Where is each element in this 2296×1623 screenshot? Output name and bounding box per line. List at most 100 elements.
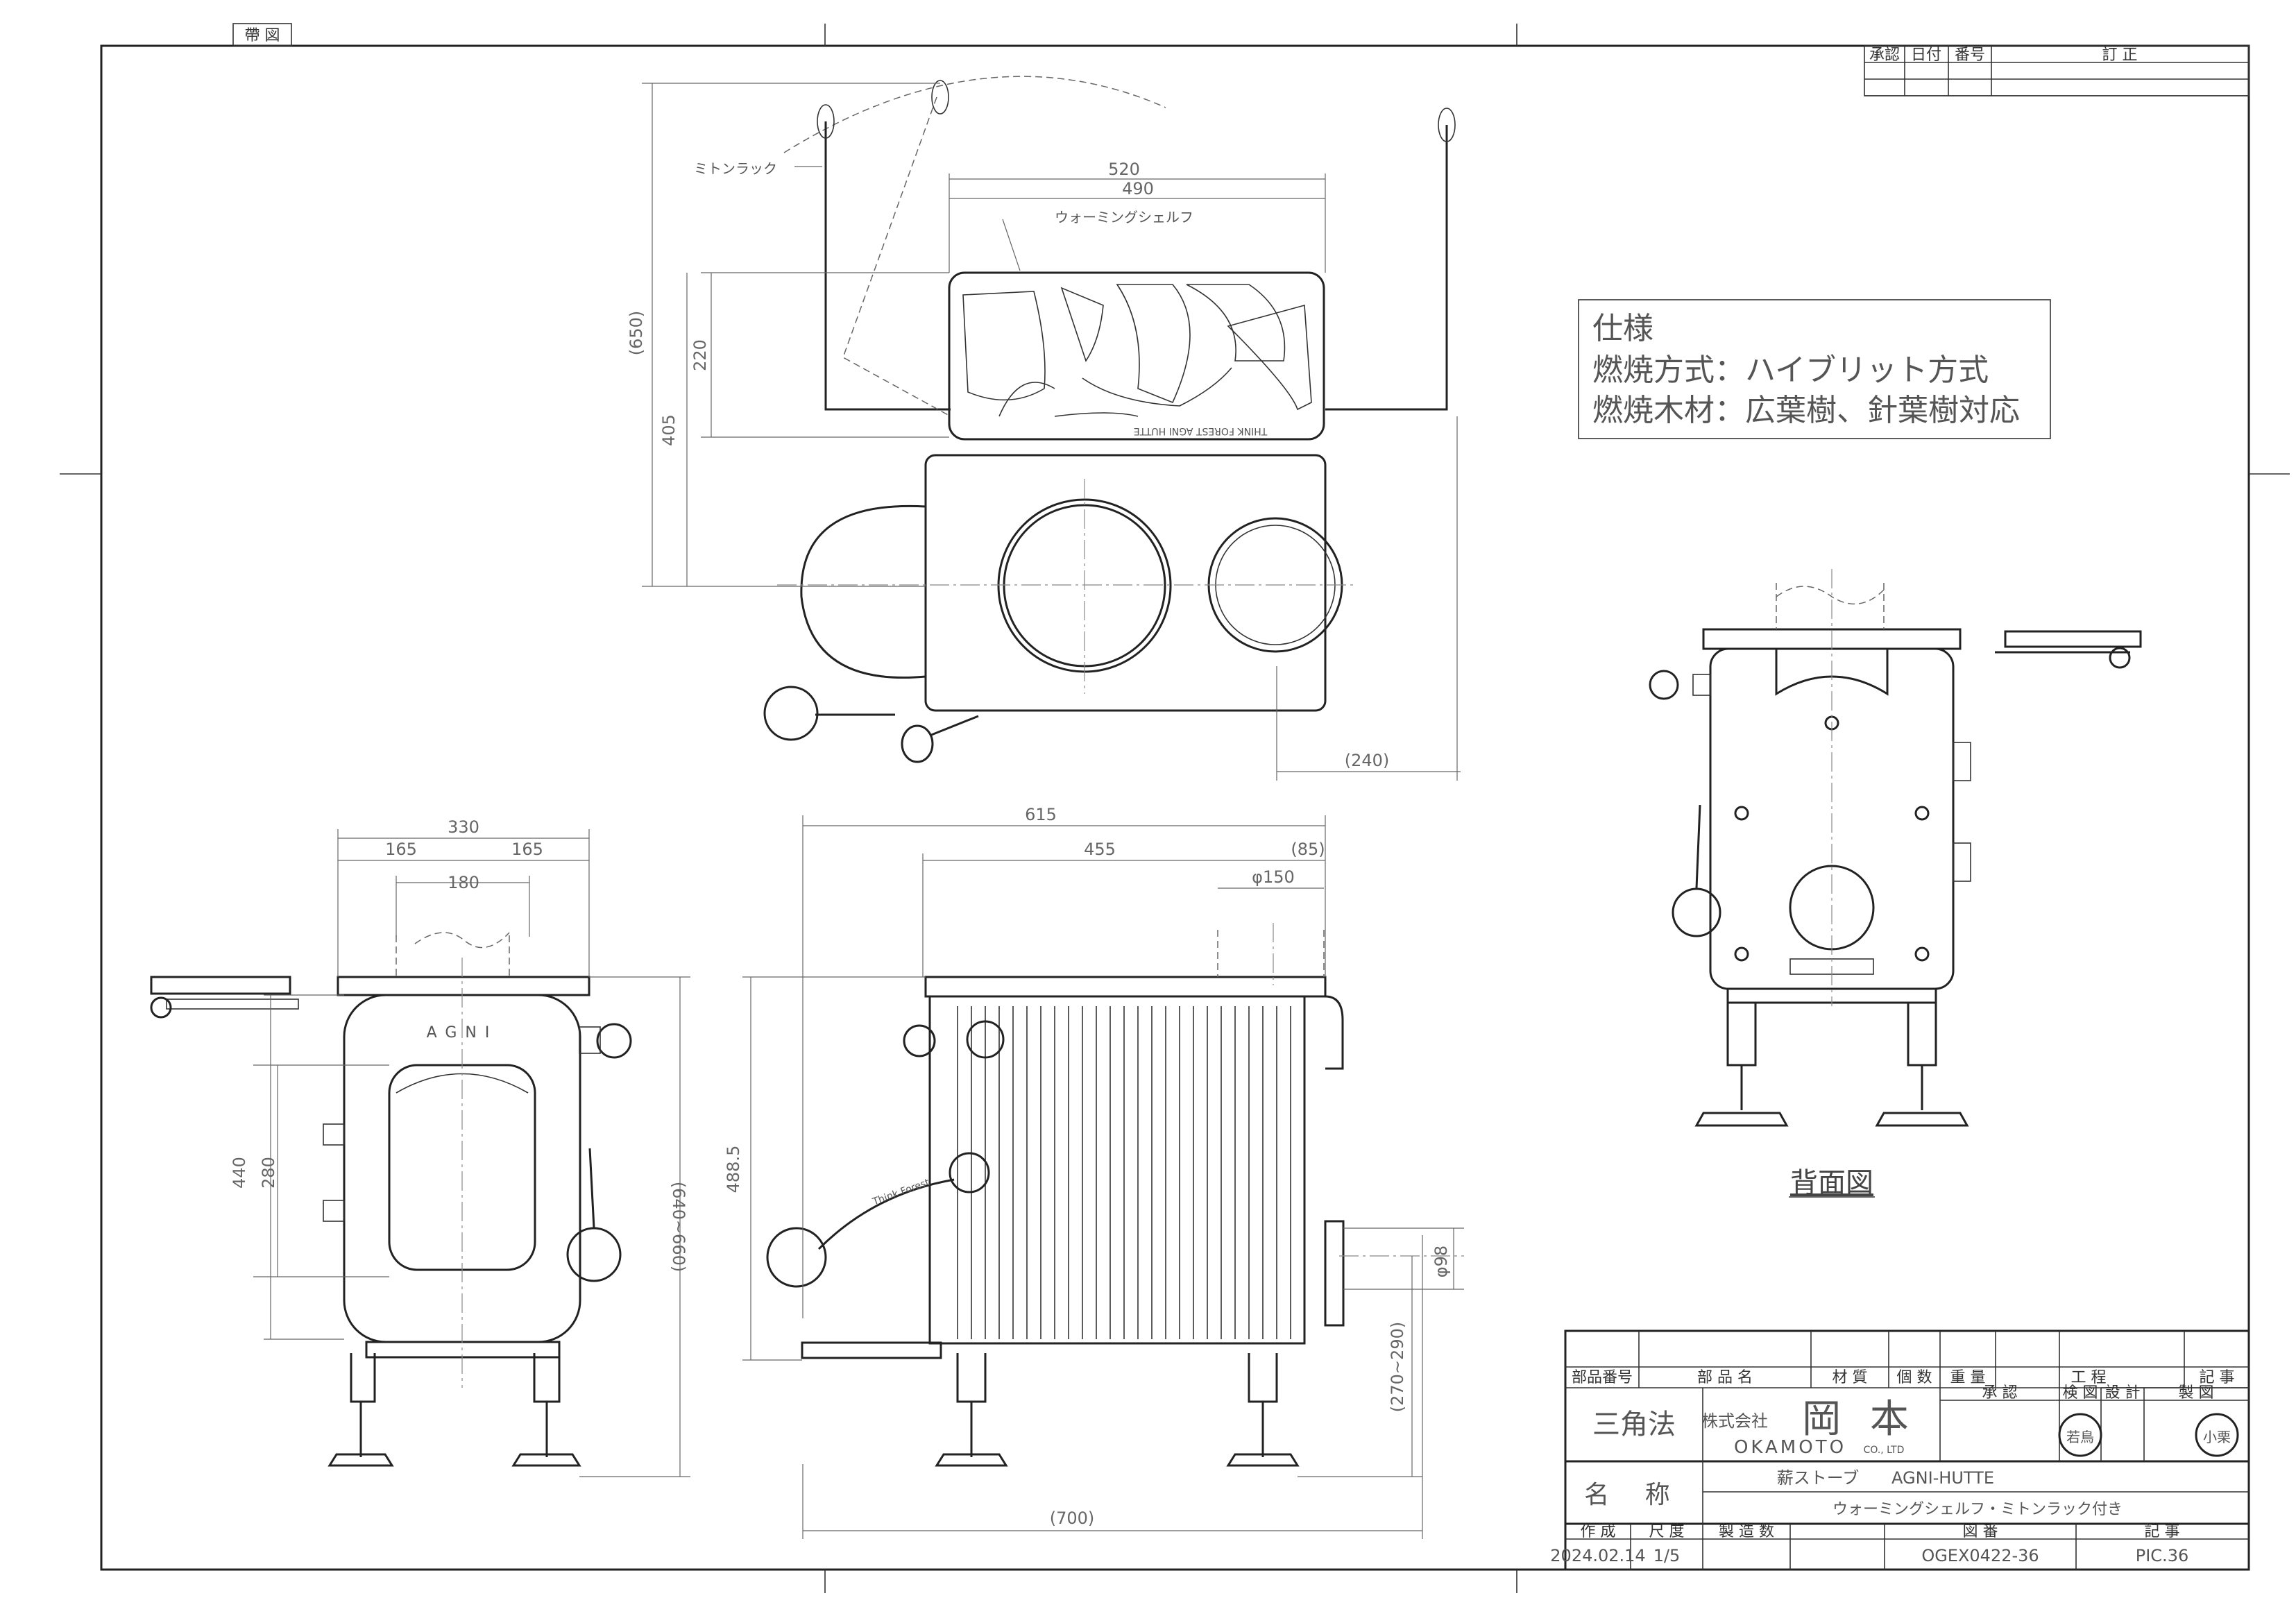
rear-flue-break bbox=[1776, 586, 1885, 605]
rear-flue-hidden bbox=[1776, 583, 1885, 629]
dim-180: 180 bbox=[448, 873, 479, 892]
dim-165-right: 165 bbox=[511, 840, 543, 859]
tb-header-notes: 記 事 bbox=[2200, 1369, 2235, 1386]
revision-table: 承認 日付 番号 訂 正 bbox=[1864, 45, 2250, 96]
company-suffix: CO., LTD bbox=[1864, 1445, 1905, 1456]
dim-280: 280 bbox=[259, 1157, 278, 1189]
dim-240: (240) bbox=[1345, 751, 1390, 770]
front-shelf-rail bbox=[166, 999, 299, 1010]
dim-phi98: φ98 bbox=[1431, 1246, 1451, 1277]
spec-wood: 燃焼木材：広葉樹、針葉樹対応 bbox=[1592, 393, 2020, 428]
dim-520: 520 bbox=[1108, 160, 1140, 179]
tb-header-weight: 重 量 bbox=[1950, 1369, 1986, 1386]
callout-mitten-rack: ミトンラック bbox=[694, 160, 777, 177]
side-top-plate bbox=[924, 976, 1327, 998]
front-handle-icon bbox=[566, 1023, 632, 1282]
side-body bbox=[928, 995, 1306, 1345]
side-shelf-top bbox=[800, 504, 926, 679]
rear-legs bbox=[1694, 1003, 1969, 1127]
spec-box: 仕様 燃焼方式：ハイブリット方式 燃焼木材：広葉樹、針葉樹対応 bbox=[1578, 299, 2051, 439]
dim-615: 615 bbox=[1025, 805, 1057, 824]
dim-405: 405 bbox=[659, 414, 679, 446]
rev-header-date: 日付 bbox=[1911, 46, 1941, 64]
dim-220: 220 bbox=[690, 339, 710, 371]
tb-scale: 1/5 bbox=[1653, 1546, 1681, 1565]
top-dimension-lines bbox=[642, 83, 1461, 781]
side-view: Think Forest bbox=[724, 805, 1464, 1539]
tb-header-material: 材 質 bbox=[1832, 1369, 1868, 1386]
dim-700: (700) bbox=[1050, 1509, 1095, 1528]
handle-icon bbox=[763, 686, 979, 763]
mitten-rack-rod-right bbox=[1325, 125, 1448, 411]
front-body bbox=[343, 994, 581, 1343]
company-prefix: 株式会社 bbox=[1701, 1411, 1768, 1431]
tb-drawing-no: OGEX0422-36 bbox=[1921, 1546, 2039, 1565]
dim-165-left: 165 bbox=[385, 840, 417, 859]
stove-body-top bbox=[924, 454, 1327, 712]
mitten-rack-swing-arc bbox=[783, 76, 1166, 153]
side-dimension-lines bbox=[742, 815, 1464, 1539]
rack-hook-icon bbox=[817, 80, 1456, 142]
side-ash-pan-handle bbox=[801, 1341, 942, 1359]
side-flue-spigot bbox=[1325, 995, 1344, 1070]
company-logo: 岡 本 bbox=[1802, 1397, 1917, 1442]
tb-label-count: 製 造 数 bbox=[1719, 1523, 1774, 1540]
rev-header-approve: 承認 bbox=[1869, 46, 1900, 64]
tb-design-label: 設 計 bbox=[2105, 1384, 2141, 1402]
front-side-bolt-1 bbox=[323, 1123, 345, 1146]
projection-method: 三角法 bbox=[1592, 1409, 1676, 1441]
tb-label-scale: 尺 度 bbox=[1649, 1523, 1685, 1540]
corner-tab: 帶 図 bbox=[232, 23, 292, 46]
dim-440: 440 bbox=[230, 1157, 249, 1189]
rear-view: 背面図 bbox=[1649, 569, 2142, 1199]
side-rear-flue bbox=[1324, 1220, 1345, 1327]
product-model: AGNI-HUTTE bbox=[1891, 1468, 1994, 1488]
corner-tab-label: 帶 図 bbox=[245, 27, 280, 44]
svg-text:若鳥: 若鳥 bbox=[2066, 1429, 2094, 1445]
dim-phi150: φ150 bbox=[1252, 867, 1295, 887]
tb-label-created: 作 成 bbox=[1581, 1523, 1616, 1540]
title-block: 部品番号 部 品 名 材 質 個 数 重 量 工 程 記 事 三角法 株式会社 … bbox=[1550, 1329, 2250, 1571]
rear-side-bolt-1 bbox=[1953, 742, 1971, 781]
tb-label-record: 記 事 bbox=[2145, 1523, 2180, 1540]
dim-488-5: 488.5 bbox=[724, 1146, 743, 1193]
dim-650: (650) bbox=[627, 311, 646, 356]
top-view: THINK FOREST AGNI HUTTE bbox=[627, 76, 1461, 781]
shelf-pattern bbox=[962, 284, 1312, 417]
tb-approval-label: 承 認 bbox=[1982, 1384, 2018, 1402]
tb-label-drawing-no: 図 番 bbox=[1963, 1523, 1998, 1540]
side-handle-icon bbox=[766, 1020, 1005, 1288]
dim-330: 330 bbox=[448, 817, 479, 837]
callout-warming-shelf: ウォーミングシェルフ bbox=[1055, 209, 1193, 226]
tb-name-label: 名 称 bbox=[1584, 1481, 1683, 1509]
centering-marks bbox=[60, 24, 2290, 1593]
spec-combustion: 燃焼方式：ハイブリット方式 bbox=[1592, 352, 1989, 388]
rear-side-bolt-2 bbox=[1953, 842, 1971, 882]
tb-inspect-label: 検 図 bbox=[2063, 1384, 2098, 1402]
tb-header-qty: 個 数 bbox=[1897, 1369, 1932, 1386]
front-ash-pan bbox=[365, 1341, 561, 1359]
rev-header-number: 番号 bbox=[1955, 46, 1985, 64]
product-category: 薪ストーブ bbox=[1777, 1468, 1860, 1488]
dim-270-290: (270~290) bbox=[1388, 1322, 1407, 1412]
svg-text:小栗: 小栗 bbox=[2203, 1429, 2231, 1445]
tb-drafter-label: 製 図 bbox=[2179, 1384, 2214, 1402]
tb-header-part-no: 部品番号 bbox=[1572, 1369, 1633, 1386]
side-flue-hidden bbox=[1217, 930, 1325, 977]
warming-shelf bbox=[948, 271, 1325, 441]
rev-header-correction: 訂 正 bbox=[2102, 46, 2138, 64]
drafter-stamp: 小栗 bbox=[2195, 1413, 2239, 1457]
front-side-bolt-2 bbox=[323, 1200, 345, 1222]
side-legs bbox=[935, 1353, 1300, 1467]
rear-handle-icon bbox=[1649, 670, 1721, 937]
front-flue-break bbox=[414, 932, 510, 949]
dim-490: 490 bbox=[1122, 179, 1154, 198]
spec-title: 仕様 bbox=[1592, 311, 1653, 346]
tb-record: PIC.36 bbox=[2136, 1546, 2188, 1565]
tb-header-process: 工 程 bbox=[2071, 1369, 2107, 1386]
side-handle-engraving: Think Forest bbox=[871, 1177, 931, 1208]
front-view: AGNI bbox=[150, 817, 690, 1477]
dim-85: (85) bbox=[1291, 840, 1325, 859]
brand-logo: AGNI bbox=[427, 1024, 498, 1042]
